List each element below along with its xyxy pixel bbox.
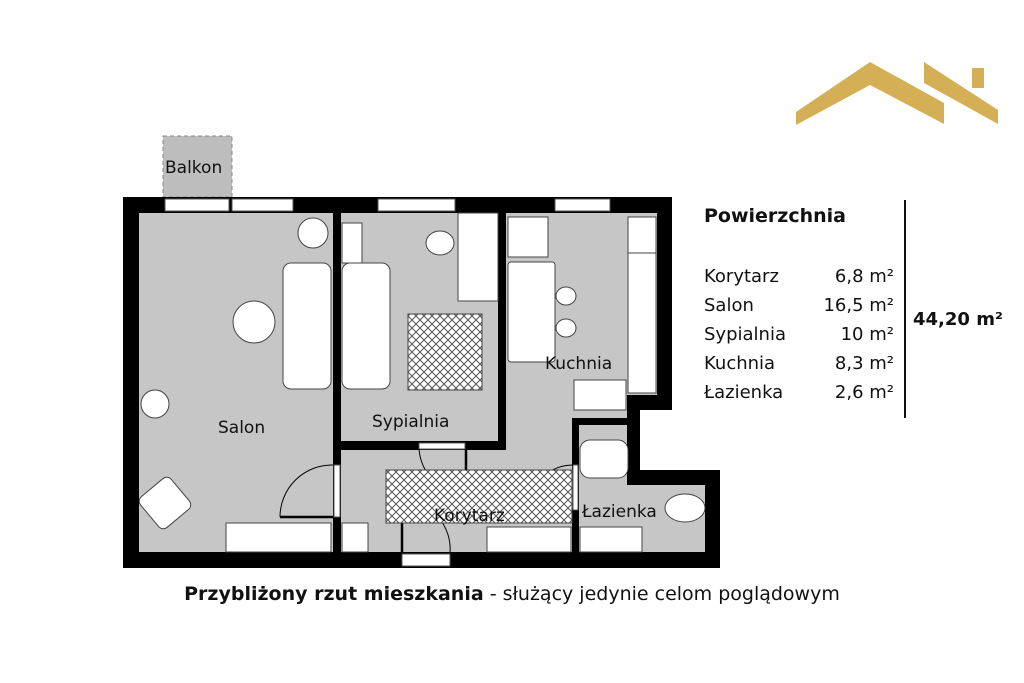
room-label-sypialnia: Sypialnia <box>372 412 449 432</box>
room-area: 6,8 m² <box>834 266 894 287</box>
divider <box>904 200 906 418</box>
room-label-korytarz: Korytarz <box>434 506 505 526</box>
caption-rest: - służący jedynie celom poglądowym <box>483 583 840 605</box>
area-row: Salon 16,5 m² <box>704 291 894 320</box>
caption-bold: Przybliżony rzut mieszkania <box>184 583 484 605</box>
area-row: Sypialnia 10 m² <box>704 320 894 349</box>
room-name: Korytarz <box>704 266 779 287</box>
total-area: 44,20 m² <box>913 309 1003 330</box>
room-area: 10 m² <box>840 324 894 345</box>
room-name: Sypialnia <box>704 324 786 345</box>
area-title: Powierzchnia <box>704 205 847 227</box>
company-logo <box>796 62 998 125</box>
room-label-kuchnia: Kuchnia <box>545 354 612 374</box>
room-label-balkon: Balkon <box>165 158 222 178</box>
room-label-salon: Salon <box>218 418 265 438</box>
furniture <box>138 212 706 553</box>
room-name: Kuchnia <box>704 353 776 374</box>
room-label-lazienka: Łazienka <box>581 502 657 522</box>
room-area: 16,5 m² <box>823 295 894 316</box>
area-row: Kuchnia 8,3 m² <box>704 349 894 378</box>
room-name: Łazienka <box>704 382 784 403</box>
area-table: Korytarz 6,8 m² Salon 16,5 m² Sypialnia 10 … <box>704 262 894 407</box>
area-row: Korytarz 6,8 m² <box>704 262 894 291</box>
caption: Przybliżony rzut mieszkania - służący je… <box>0 583 1024 605</box>
area-row: Łazienka 2,6 m² <box>704 378 894 407</box>
room-name: Salon <box>704 295 754 316</box>
room-area: 2,6 m² <box>834 382 894 403</box>
balcony <box>162 135 233 198</box>
windows <box>164 198 611 567</box>
room-area: 8,3 m² <box>834 353 894 374</box>
